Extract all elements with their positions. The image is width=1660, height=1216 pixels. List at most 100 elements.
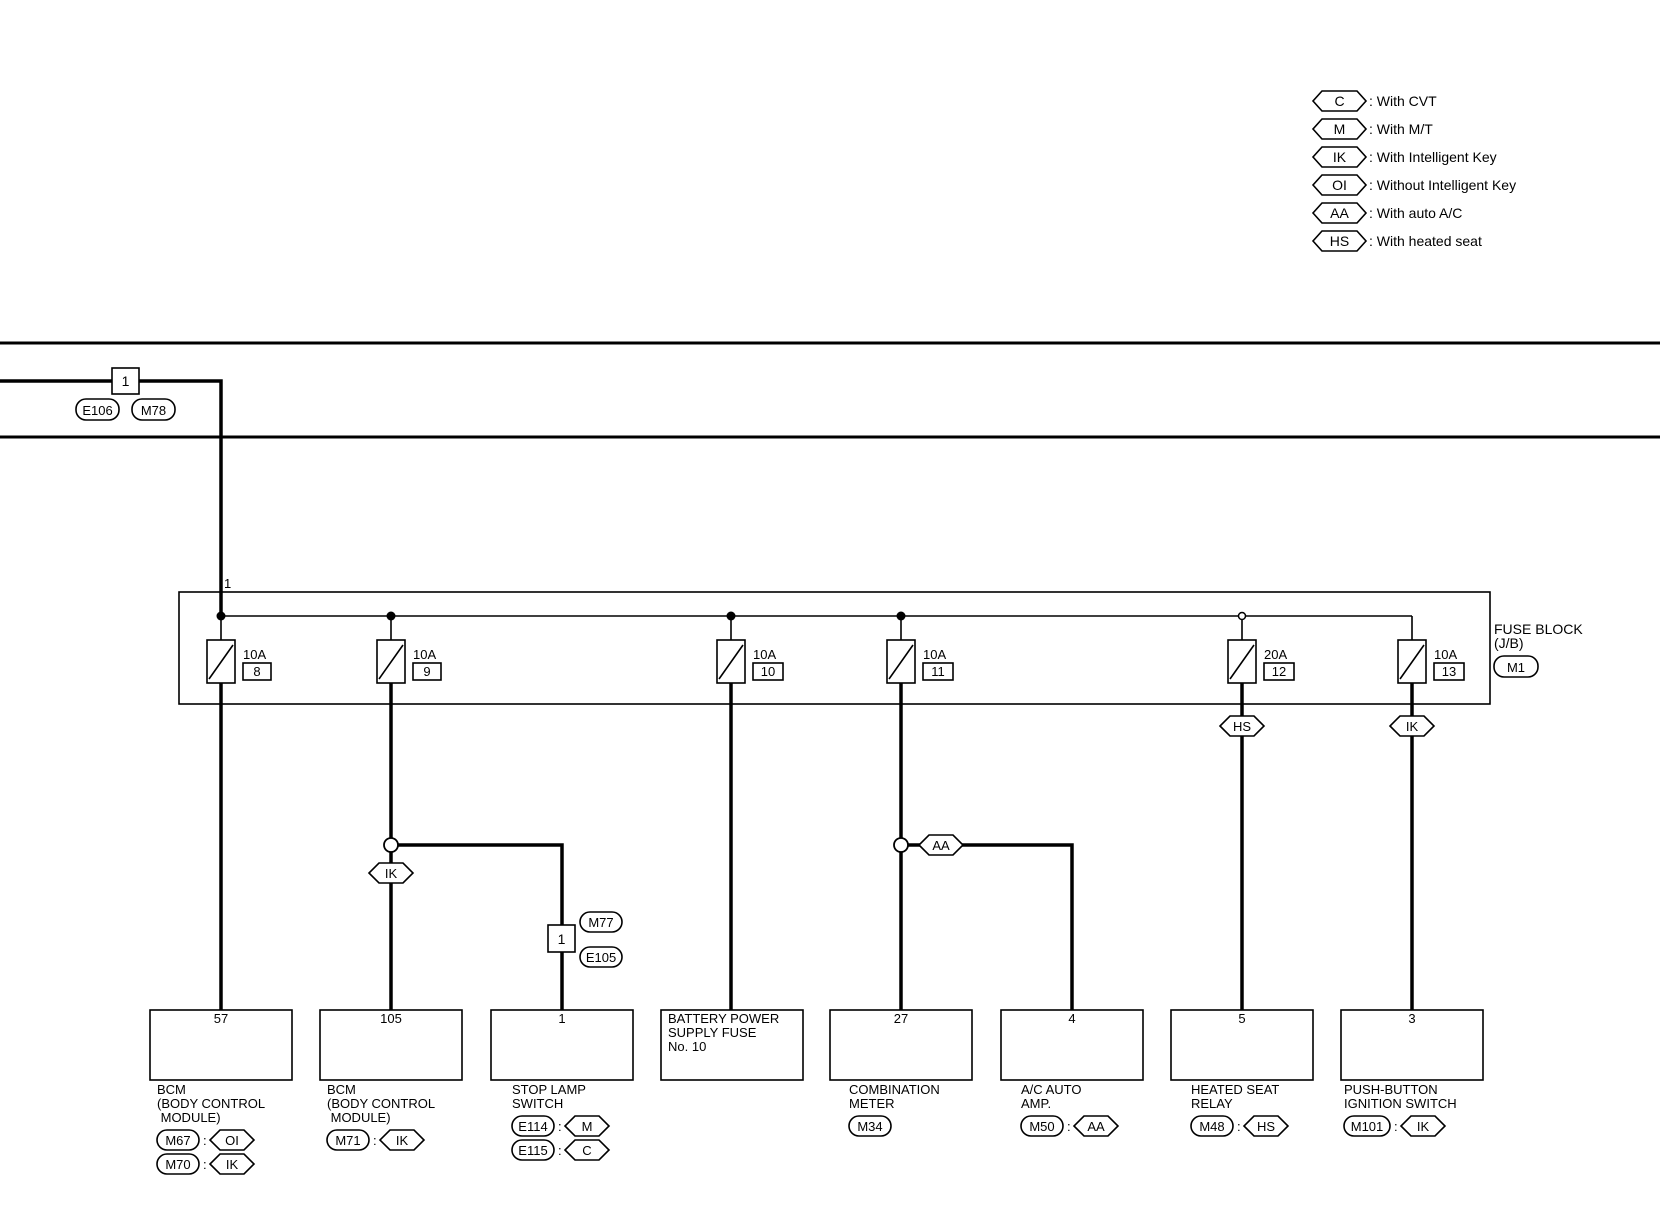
svg-text:10A: 10A [243,647,266,662]
component-combination-meter: 27 COMBINATION METER M34 [829,1009,973,1137]
svg-text:IGNITION SWITCH: IGNITION SWITCH [1344,1096,1457,1111]
svg-text:E105: E105 [586,950,616,965]
option-tag-ik-bcm: IK [367,862,415,884]
svg-text:E106: E106 [82,403,112,418]
svg-text:HEATED SEAT: HEATED SEAT [1191,1082,1279,1097]
svg-text:10: 10 [761,664,775,679]
svg-text:10A: 10A [413,647,436,662]
svg-text:M71: M71 [335,1133,360,1148]
svg-text:BCM: BCM [157,1082,186,1097]
svg-text:BCM: BCM [327,1082,356,1097]
svg-text:IK: IK [226,1157,239,1172]
splice-point [383,837,399,853]
svg-text:10A: 10A [923,647,946,662]
svg-text:13: 13 [1442,664,1456,679]
svg-text::: : [1237,1119,1241,1134]
svg-text::: : [203,1157,207,1172]
fuse-block: 1 FUSE BLOCK (J/B) M1 10A 8 10A 9 [178,576,1583,705]
component-push-button-ignition-switch: 3 PUSH-BUTTON IGNITION SWITCH M101 : IK [1340,1009,1484,1137]
fuse-block-title: FUSE BLOCK [1494,621,1583,637]
fuse-13: 10A 13 [1397,639,1465,684]
component-bcm-57: 57 BCM (BODY CONTROL MODULE) M67 : OI M7… [149,1009,293,1175]
component-bcm-105: 105 BCM (BODY CONTROL MODULE) M71 : IK [319,1009,463,1151]
svg-text:IK: IK [396,1133,409,1148]
svg-text:HS: HS [1257,1119,1275,1134]
legend-text: : With M/T [1369,121,1433,137]
svg-text:11: 11 [931,664,945,679]
svg-text:IK: IK [1406,719,1419,734]
svg-text:12: 12 [1272,664,1286,679]
svg-text:M70: M70 [165,1157,190,1172]
svg-text:A/C AUTO: A/C AUTO [1021,1082,1081,1097]
svg-text:STOP LAMP: STOP LAMP [512,1082,586,1097]
component-heated-seat-relay: 5 HEATED SEAT RELAY M48 : HS [1170,1009,1314,1137]
svg-text::: : [558,1143,562,1158]
svg-text:IK: IK [385,866,398,881]
legend-item-aa: AA : With auto A/C [1311,202,1462,224]
svg-text:M48: M48 [1199,1119,1224,1134]
svg-text:AA: AA [932,838,950,853]
svg-text:PUSH-BUTTON: PUSH-BUTTON [1344,1082,1438,1097]
fuse-8: 10A 8 [206,616,272,684]
svg-text::: : [373,1133,377,1148]
legend-item-hs: HS : With heated seat [1311,230,1482,252]
svg-text:8: 8 [253,664,260,679]
svg-text:IK: IK [1417,1119,1430,1134]
joint-connector-e106-m78: 1 E106 M78 [75,367,176,421]
svg-text:20A: 20A [1264,647,1287,662]
svg-text:M34: M34 [857,1119,882,1134]
fuse-block-subtitle: (J/B) [1494,635,1524,651]
legend-code: AA [1330,205,1349,221]
svg-text:RELAY: RELAY [1191,1096,1233,1111]
svg-text:9: 9 [423,664,430,679]
svg-text:E115: E115 [518,1143,547,1158]
svg-text:3: 3 [1408,1011,1415,1026]
legend-code: IK [1333,149,1347,165]
svg-text:M67: M67 [165,1133,190,1148]
svg-text:OI: OI [225,1133,239,1148]
svg-text:SWITCH: SWITCH [512,1096,563,1111]
fuse-block-input-pin: 1 [224,576,231,591]
svg-text:M50: M50 [1029,1119,1054,1134]
legend-code: HS [1330,233,1349,249]
svg-text::: : [1394,1119,1398,1134]
svg-text:MODULE): MODULE) [157,1110,221,1125]
option-tag-hs-fuse12: HS [1218,715,1266,737]
svg-text::: : [1067,1119,1071,1134]
svg-text:M78: M78 [141,403,166,418]
svg-text:M101: M101 [1351,1119,1384,1134]
svg-text:57: 57 [214,1011,228,1026]
svg-text:AA: AA [1087,1119,1105,1134]
svg-text:COMBINATION: COMBINATION [849,1082,940,1097]
svg-text::: : [558,1119,562,1134]
option-tag-aa: AA [917,834,965,856]
component-ac-auto-amp: 4 A/C AUTO AMP. M50 : AA [1000,1009,1144,1137]
svg-text:5: 5 [1238,1011,1245,1026]
legend-text: : With CVT [1369,93,1437,109]
svg-text:MODULE): MODULE) [327,1110,391,1125]
svg-text:1: 1 [558,931,566,947]
svg-text:BATTERY POWER: BATTERY POWER [668,1011,779,1026]
joint-connector-m77-e105: 1 M77 E105 [547,911,623,968]
svg-text:4: 4 [1068,1011,1075,1026]
splice-point [893,837,909,853]
svg-text:1: 1 [122,373,130,389]
svg-text:27: 27 [894,1011,908,1026]
svg-text:10A: 10A [1434,647,1457,662]
svg-text:105: 105 [380,1011,402,1026]
svg-text:AMP.: AMP. [1021,1096,1051,1111]
fuse-block-connector: M1 [1507,660,1525,675]
svg-text:No. 10: No. 10 [668,1039,706,1054]
svg-text:M: M [582,1119,593,1134]
legend-code: M [1334,121,1346,137]
fuse-12: 20A 12 [1227,620,1295,684]
svg-text:METER: METER [849,1096,895,1111]
svg-text:HS: HS [1233,719,1251,734]
fuse-10: 10A 10 [716,616,784,684]
input-wire [0,379,223,616]
svg-text:SUPPLY FUSE: SUPPLY FUSE [668,1025,757,1040]
legend-text: : With heated seat [1369,233,1482,249]
fuse-11: 10A 11 [886,616,954,684]
svg-text:C: C [582,1143,591,1158]
